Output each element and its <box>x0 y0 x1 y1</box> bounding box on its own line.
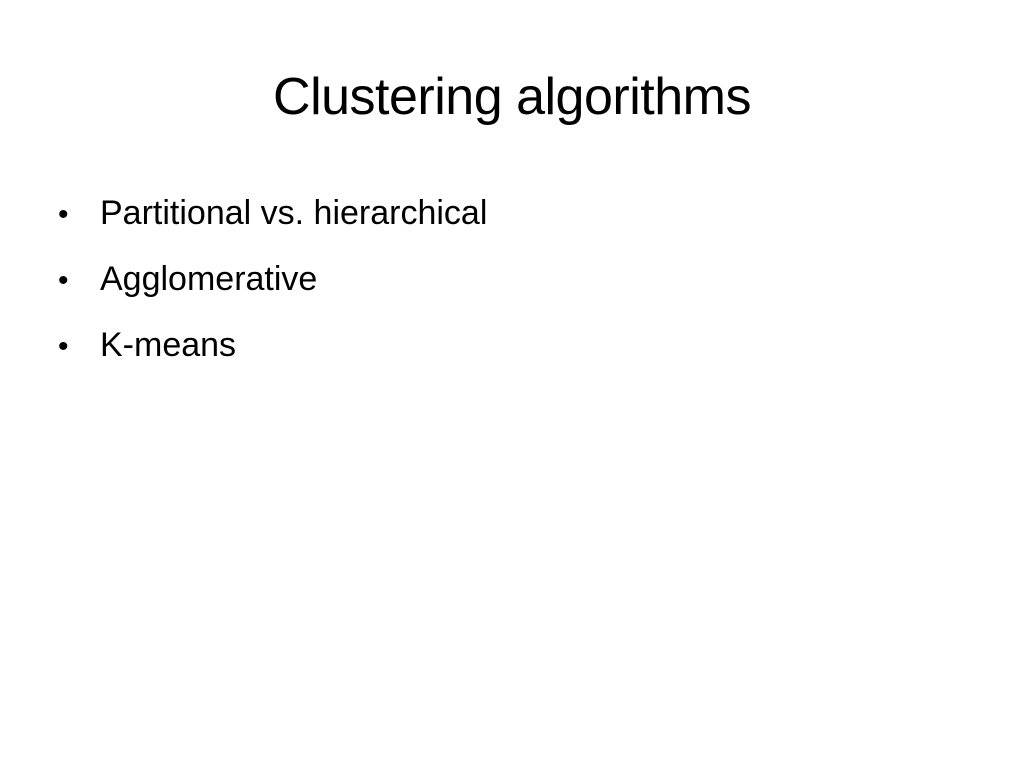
bullet-text: Partitional vs. hierarchical <box>100 194 488 232</box>
bullet-item: • K-means <box>58 318 487 384</box>
bullet-icon: • <box>58 330 69 363</box>
bullet-item: • Agglomerative <box>58 252 487 318</box>
bullet-item: • Partitional vs. hierarchical <box>58 186 487 252</box>
bullet-icon: • <box>58 198 69 231</box>
slide-title: Clustering algorithms <box>273 68 751 126</box>
bullet-icon: • <box>58 264 69 297</box>
bullet-text: K-means <box>100 326 237 364</box>
bullet-list: • Partitional vs. hierarchical • Agglome… <box>58 186 487 384</box>
bullet-text: Agglomerative <box>100 260 318 298</box>
